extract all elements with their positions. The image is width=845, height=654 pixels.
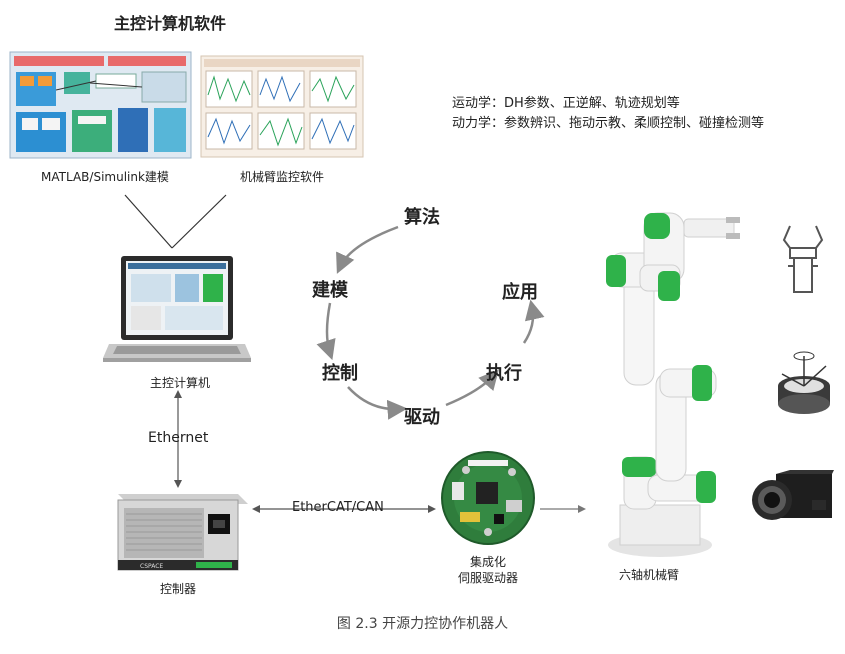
arrow-up-head <box>174 390 182 398</box>
arrow-right-head <box>428 505 436 513</box>
left-v-line <box>124 194 173 249</box>
camera-icon <box>752 470 834 520</box>
dynamics-note: 动力学：参数辨识、拖动示教、柔顺控制、碰撞检测等 <box>452 116 765 131</box>
arrow-down-head <box>174 480 182 488</box>
page-title: 主控计算机软件 <box>113 14 226 33</box>
servo-driver-label-line1: 集成化 <box>469 555 506 569</box>
arrow-modeling-to-control <box>316 302 336 361</box>
cycle-control: 控制 <box>322 363 358 384</box>
servo-driver-label-line2: 伺服驱动器 <box>457 571 518 585</box>
arrow-drive-to-execute <box>445 369 499 407</box>
servo-driver-label: 集成化 伺服驱动器 <box>428 554 548 586</box>
right-v-line <box>171 194 227 249</box>
controller-chassis: CSPACE <box>117 494 248 571</box>
kinematics-dynamics-notes: 运动学：DH参数、正逆解、轨迹规划等 动力学：参数辨识、拖动示教、柔顺控制、碰撞… <box>452 94 764 134</box>
servo-driver-board <box>441 451 535 545</box>
force-sensor-icon <box>778 351 830 414</box>
ethernet-label: Ethernet <box>148 430 209 446</box>
arrow-algorithm-to-modeling <box>336 225 399 274</box>
arrow-left-head <box>252 505 260 513</box>
monitor-software-label: 机械臂监控软件 <box>239 170 324 184</box>
driver-arrow-head <box>578 505 586 513</box>
cycle-diagram <box>316 225 545 420</box>
cycle-modeling: 建模 <box>312 280 348 301</box>
cycle-algorithm: 算法 <box>404 207 440 228</box>
laptop-icon <box>103 256 251 362</box>
arrow-control-to-drive <box>347 386 408 420</box>
cycle-execute: 执行 <box>486 363 522 384</box>
computer-label: 主控计算机 <box>149 376 210 390</box>
arrow-execute-to-application <box>522 299 545 344</box>
figure-caption: 图 2.3 开源力控协作机器人 <box>336 616 509 632</box>
robot-arm <box>606 212 740 557</box>
chassis-brand: CSPACE <box>140 563 163 570</box>
controller-label: 控制器 <box>159 582 196 596</box>
arm-label: 六轴机械臂 <box>618 568 679 582</box>
kinematics-note: 运动学：DH参数、正逆解、轨迹规划等 <box>452 96 680 111</box>
monitor-software-screenshot <box>200 55 364 158</box>
matlab-label: MATLAB/Simulink建模 <box>41 170 169 184</box>
gripper-icon <box>782 225 824 293</box>
bus-label: EtherCAT/CAN <box>292 500 384 515</box>
cycle-application: 应用 <box>502 282 538 303</box>
cycle-drive: 驱动 <box>404 407 440 428</box>
matlab-simulink-screenshot <box>9 51 192 159</box>
